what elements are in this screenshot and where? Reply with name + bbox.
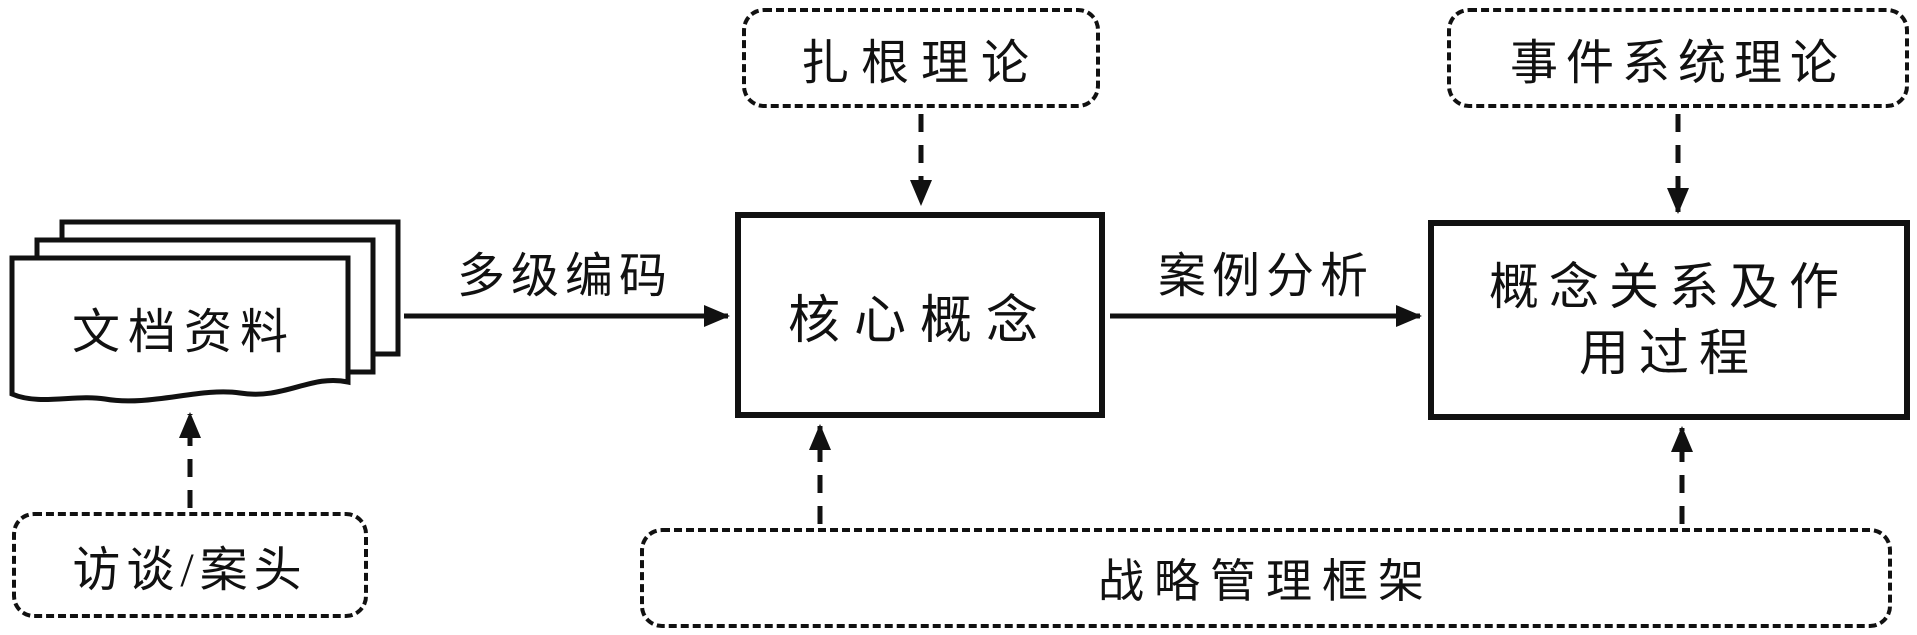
node-event-system-theory: 事件系统理论: [1447, 8, 1909, 108]
node-grounded-theory: 扎根理论: [742, 8, 1100, 108]
node-interview-desk: 访谈/案头: [12, 512, 368, 618]
edge-label-multilevel-coding: 多级编码: [456, 250, 673, 303]
node-concept-relations: 概念关系及作 用过程: [1428, 220, 1910, 420]
node-core-concepts: 核心概念: [735, 212, 1105, 418]
node-event-system-theory-label: 事件系统理论: [1509, 37, 1846, 90]
edge-label-case-analysis: 案例分析: [1157, 250, 1374, 303]
node-interview-desk-label: 访谈/案头: [72, 544, 308, 597]
document-stack-label: 文档资料: [71, 306, 296, 359]
node-grounded-theory-label: 扎根理论: [800, 37, 1041, 90]
node-strategic-framework-label: 战略管理框架: [1098, 556, 1434, 607]
node-core-concepts-label: 核心概念: [787, 292, 1052, 350]
document-stack-icon: [9, 219, 401, 404]
node-strategic-framework: 战略管理框架: [640, 528, 1892, 628]
node-concept-relations-line1: 概念关系及作: [1489, 259, 1849, 315]
node-concept-relations-line2: 用过程: [1579, 325, 1759, 381]
